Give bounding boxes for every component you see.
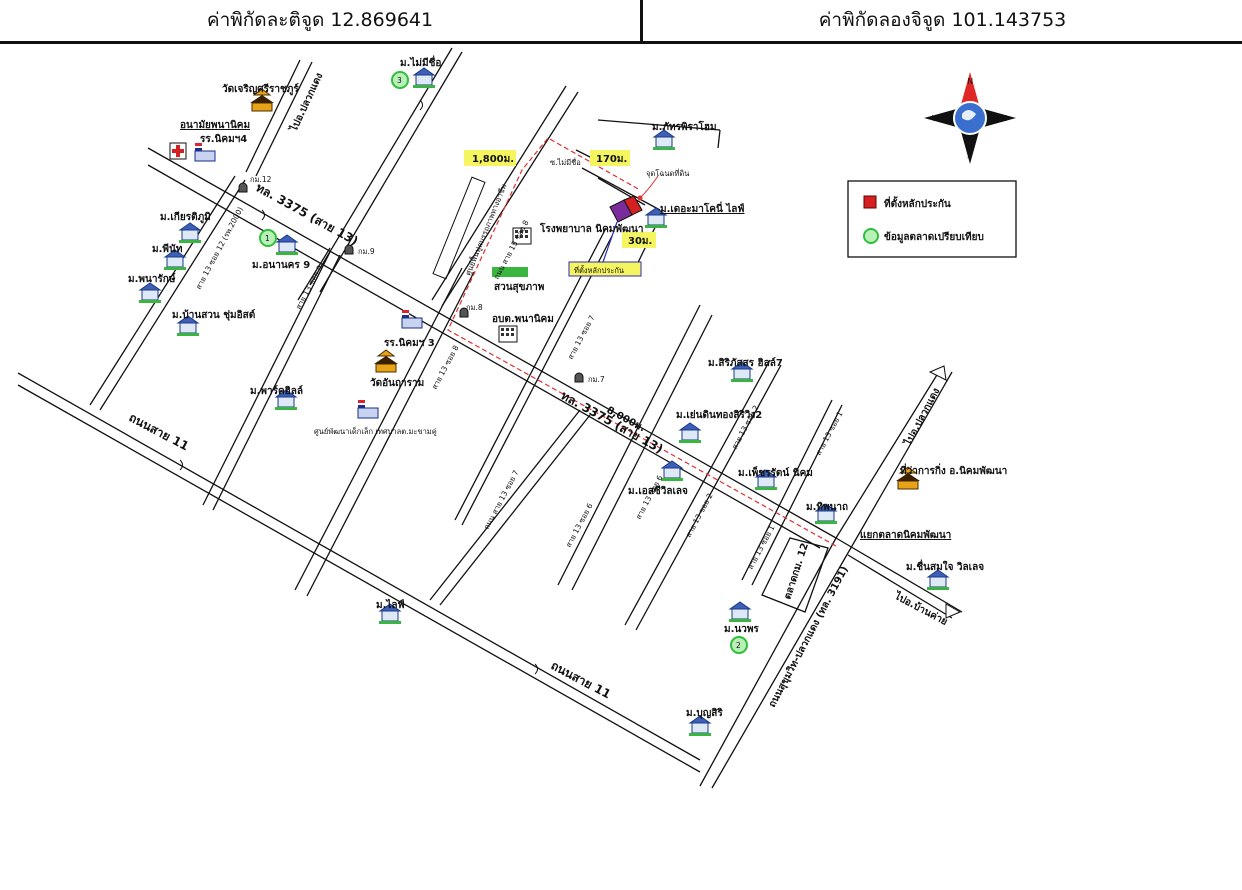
- svg-text:สาย 13 ซอย 8: สาย 13 ซอย 8: [430, 344, 461, 391]
- compass-w: W: [932, 114, 940, 123]
- svg-text:กม.12: กม.12: [250, 175, 272, 184]
- svg-text:ม.นวพร: ม.นวพร: [724, 624, 759, 635]
- svg-text:กม.7: กม.7: [588, 375, 605, 384]
- comparable-1: 1: [259, 229, 277, 247]
- svg-text:2: 2: [736, 641, 741, 650]
- km-marker-icon: [574, 372, 584, 383]
- compass-s: S: [967, 151, 972, 160]
- svg-text:อบต.พนานิคม: อบต.พนานิคม: [492, 313, 554, 325]
- map-labels: วัดเจริญศรีราชภูร์ ไปอ.ปลวกแดง ม.ไม่มีชื…: [127, 55, 1008, 719]
- svg-text:รร.นิคมฯ4: รร.นิคมฯ4: [200, 133, 247, 145]
- km-marker-icon: [238, 182, 248, 193]
- svg-text:สาย 13 ซอย 7: สาย 13 ซอย 7: [566, 314, 597, 361]
- svg-text:ม.พีนัท: ม.พีนัท: [152, 243, 183, 255]
- svg-text:ไปอ.ปลวกแดง: ไปอ.ปลวกแดง: [901, 385, 943, 448]
- svg-text:1: 1: [265, 234, 270, 243]
- svg-text:ที่ว่าการกิ่ง อ.นิคมพัฒนา: ที่ว่าการกิ่ง อ.นิคมพัฒนา: [900, 463, 1007, 477]
- distance-170: 170ม.: [596, 154, 627, 165]
- svg-text:ม.เดอะมาโคนี่ ไลฟ์: ม.เดอะมาโคนี่ ไลฟ์: [660, 201, 745, 215]
- svg-text:ม.ทิพนาถ: ม.ทิพนาถ: [806, 501, 848, 513]
- svg-text:ม.ภัทรพิราโฮม: ม.ภัทรพิราโฮม: [652, 120, 717, 133]
- distance-30: 30ม.: [628, 236, 652, 247]
- comparable-3: 3: [391, 71, 409, 89]
- collateral-tag: ที่ตั้งหลักประกัน: [574, 265, 624, 275]
- svg-text:กม.8: กม.8: [466, 303, 483, 312]
- svg-text:ม.ชื่นสมใจ วิลเลจ: ม.ชื่นสมใจ วิลเลจ: [906, 559, 984, 573]
- svg-text:สาย 13 ซอย 1: สาย 13 ซอย 1: [814, 410, 845, 457]
- svg-text:3: 3: [397, 76, 402, 85]
- house-icon: [926, 569, 950, 591]
- svg-text:ม.พนารักษ์: ม.พนารักษ์: [128, 273, 176, 285]
- svg-text:กม.9: กม.9: [358, 247, 375, 256]
- svg-text:วัดอันฤาราม: วัดอันฤาราม: [370, 377, 424, 389]
- svg-text:ซ.ไม่มีชื่อ: ซ.ไม่มีชื่อ: [550, 157, 581, 167]
- svg-text:สวนสุขภาพ: สวนสุขภาพ: [494, 282, 545, 293]
- svg-text:สาย 13 ซอย 1: สาย 13 ซอย 1: [746, 524, 777, 571]
- svg-text:ม.เย่นดินทองสิริวิง2: ม.เย่นดินทองสิริวิง2: [676, 409, 762, 421]
- house-icon: [678, 422, 702, 444]
- arrow-icon: [945, 603, 962, 619]
- svg-text:อนามัยพนานิคม: อนามัยพนานิคม: [180, 119, 250, 131]
- temple-icon: [373, 349, 399, 373]
- collateral-marker: ที่ตั้งหลักประกัน จุดโฉนดที่ดิน: [568, 168, 689, 277]
- legend-collateral: ที่ตั้งหลักประกัน: [884, 196, 951, 210]
- svg-text:ทล. 3375 (สาย 13): ทล. 3375 (สาย 13): [559, 388, 666, 456]
- comparable-2: 2: [730, 636, 748, 654]
- house-icon: [412, 67, 436, 89]
- svg-text:ม.เกียรติภูมิ: ม.เกียรติภูมิ: [160, 211, 211, 224]
- house-icon: [728, 601, 752, 623]
- map-icons: [138, 67, 962, 737]
- svg-text:วัดเจริญศรีราชภูร์: วัดเจริญศรีราชภูร์: [222, 83, 299, 96]
- route-to-collateral: [447, 137, 837, 547]
- svg-text:ม.สิริภัสสร ฮิลล์7: ม.สิริภัสสร ฮิลล์7: [708, 357, 783, 369]
- svg-text:ม.เอสซีวิลเลจ: ม.เอสซีวิลเลจ: [628, 485, 688, 497]
- svg-text:โรงพยาบาล นิคมพัฒนา: โรงพยาบาล นิคมพัฒนา: [539, 222, 643, 235]
- svg-text:รร.นิคมฯ 3: รร.นิคมฯ 3: [384, 337, 435, 349]
- office-icon: [498, 325, 518, 343]
- compass-n: N: [968, 77, 974, 86]
- svg-text:ถนน สาย 13 ซอย 7: ถนน สาย 13 ซอย 7: [482, 468, 521, 531]
- svg-text:แยกตลาดนิคมพัฒนา: แยกตลาดนิคมพัฒนา: [860, 529, 951, 541]
- school-icon: [194, 142, 216, 162]
- header-divider: [640, 0, 643, 44]
- house-icon: [138, 282, 162, 304]
- svg-text:สาย 13 ซอย 2: สาย 13 ซอย 2: [684, 492, 715, 539]
- arrow-icon: [928, 365, 947, 381]
- compass-e: E: [1002, 114, 1007, 123]
- legend-comparable: ข้อมูลตลาดเปรียบเทียบ: [884, 231, 984, 244]
- svg-text:ม.เพ็ชรรัตน์ นิคม: ม.เพ็ชรรัตน์ นิคม: [738, 465, 813, 479]
- compass-rose: N S W E: [924, 72, 1016, 164]
- svg-text:ม.บ้านสวน ชุ่มอิสต์: ม.บ้านสวน ชุ่มอิสต์: [172, 309, 255, 321]
- school-icon: [357, 399, 379, 419]
- svg-text:ม.บุญสิริ: ม.บุญสิริ: [686, 707, 723, 719]
- house-icon: [178, 222, 202, 244]
- svg-text:ถนนสาย 11: ถนนสาย 11: [127, 410, 192, 453]
- svg-text:ม.ไม่มีชื่อ: ม.ไม่มีชื่อ: [400, 55, 441, 69]
- svg-text:ม.อนานคร 9: ม.อนานคร 9: [252, 260, 310, 271]
- svg-text:ถนนสุขุมวิท-ปลวกแดง (ทล. 3191): ถนนสุขุมวิท-ปลวกแดง (ทล. 3191): [766, 564, 851, 709]
- park-icon: [492, 267, 528, 277]
- svg-text:ไปอ.บ้านค่าย: ไปอ.บ้านค่าย: [892, 589, 950, 628]
- house-icon: [275, 234, 299, 256]
- distance-1800: 1,800ม.: [472, 154, 514, 165]
- coordinates-header: ค่าพิกัดละติจูด 12.869641 ค่าพิกัดลองจิจ…: [0, 0, 1242, 44]
- school-icon: [401, 309, 423, 329]
- house-icon: [688, 715, 712, 737]
- svg-text:ม.ไลฟ์: ม.ไลฟ์: [376, 598, 405, 611]
- road-network: [17, 47, 963, 789]
- latitude-label: ค่าพิกัดละติจูด 12.869641: [206, 9, 434, 31]
- longitude-label: ค่าพิกัดลองจิจูด 101.143753: [818, 9, 1067, 31]
- svg-text:สาย 13 ซอย 6: สาย 13 ซอย 6: [634, 474, 665, 521]
- map-legend: ที่ตั้งหลักประกัน ข้อมูลตลาดเปรียบเทียบ: [847, 180, 1017, 258]
- svg-text:ม.พาร์คฮิลล์: ม.พาร์คฮิลล์: [250, 385, 303, 397]
- svg-text:ศูนย์พัฒนาเด็กเล็ก เทศบาลต.มะข: ศูนย์พัฒนาเด็กเล็ก เทศบาลต.มะขามคู่: [314, 426, 437, 436]
- house-icon: [652, 129, 676, 151]
- parcel-label: จุดโฉนดที่ดิน: [646, 168, 689, 178]
